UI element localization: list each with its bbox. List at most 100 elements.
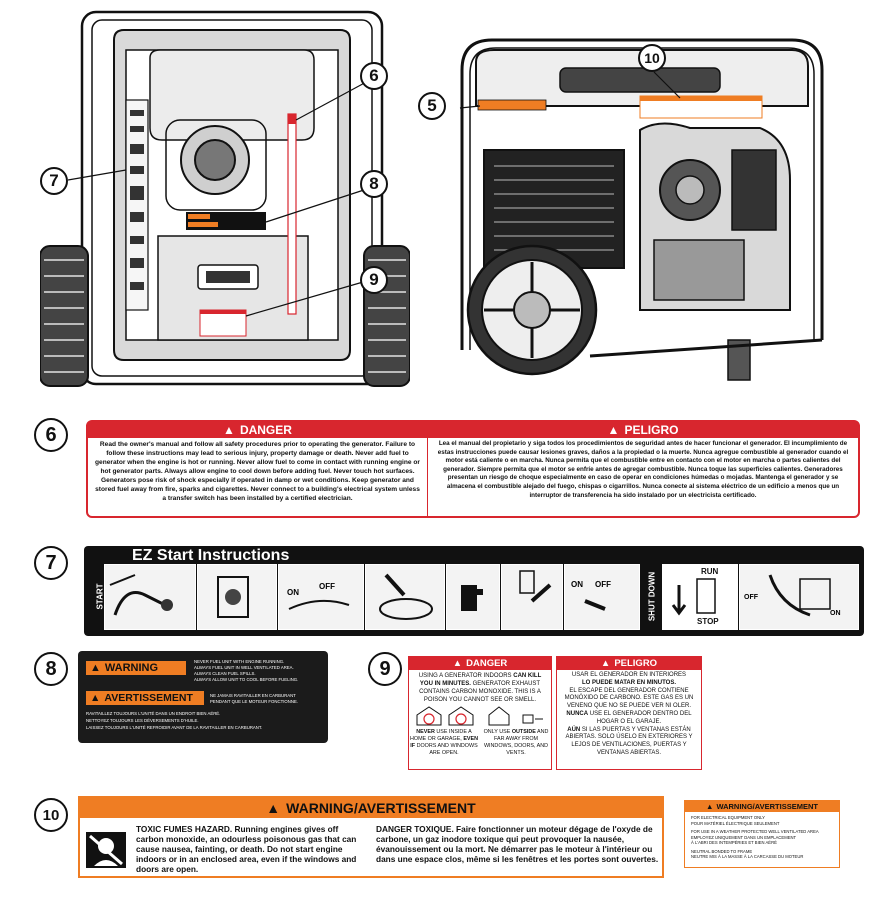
es-aun: AÚN xyxy=(567,726,581,733)
en-line-4: ALWAYS ALLOW UNIT TO COOL BEFORE FUELING… xyxy=(194,677,299,682)
on-text-2: ON xyxy=(571,580,583,589)
co-danger-label-9: ▲ DANGER USING A GENERATOR INDOORS CAN K… xyxy=(408,656,702,770)
es-line-1: USAR EL GENERADOR EN INTERIORES xyxy=(571,672,687,678)
fuel-warning-label-8: ▲ WARNING NEVER FUEL UNIT WITH ENGINE RU… xyxy=(78,651,328,743)
step-on-off-panel: ON OFF xyxy=(278,564,364,630)
mini-line-7: NEUTRE MIS À LA MASSE À LA CARCASSE DU M… xyxy=(691,854,804,859)
warning-triangle-icon: ▲ xyxy=(266,800,281,816)
on-text-3: ON xyxy=(830,610,841,617)
off-text-1: OFF xyxy=(319,582,335,591)
ez-start-title: EZ Start Instructions xyxy=(132,547,290,564)
toxic-fumes-icon xyxy=(86,832,126,868)
warning-triangle-icon: ▲ xyxy=(223,423,235,437)
outside-text: ONLY USE OUTSIDE AND FAR AWAY FROM WINDO… xyxy=(481,729,551,757)
section-6-number: 6 xyxy=(34,418,68,452)
callout-5-diagram: 5 xyxy=(418,92,446,120)
danger-9-en-text: USING A GENERATOR INDOORS CAN KILL YOU I… xyxy=(409,670,551,704)
callout-7-diagram: 7 xyxy=(40,167,68,195)
fr-line-1: RAVITAILLEZ TOUJOURS L'UNITÉ DANS UN END… xyxy=(86,711,221,716)
step-choke-panel xyxy=(104,564,196,630)
es-line-5: SI LAS PUERTAS Y VENTANAS ESTÁN ABIERTAS… xyxy=(565,726,693,756)
step-run-switch-panel xyxy=(501,564,563,630)
never-rest: USE INSIDE A HOME OR GARAGE, xyxy=(409,729,472,742)
run-text: RUN xyxy=(701,567,719,576)
fr-line-3: LAISSEZ TOUJOURS L'UNITÉ REFROIDIR AVANT… xyxy=(86,725,263,730)
outside-icon xyxy=(488,706,543,726)
stop-text: STOP xyxy=(697,617,719,626)
mini-line-6: NEUTRAL BONDED TO FRAME xyxy=(691,848,753,854)
even-rest: DOORS AND WINDOWS ARE OPEN. xyxy=(416,743,478,756)
mini-line-3: FOR USE IN A WEATHER PROTECTED WELL VENT… xyxy=(691,829,819,834)
even-bold: EVEN IF xyxy=(410,736,478,749)
outside-rest: AND FAR AWAY FROM WINDOWS, DOORS, AND VE… xyxy=(483,729,549,756)
es-line-2: LO PUEDE MATAR EN MINUTOS. xyxy=(581,679,676,686)
warning-triangle-icon: ▲ xyxy=(90,662,101,674)
mini-warning-label: ▲ WARNING/AVERTISSEMENT FOR ELECTRICAL E… xyxy=(684,800,840,868)
en-line-3: ALWAYS CLEAN FUEL SPILLS. xyxy=(194,671,256,676)
section-10-number: 10 xyxy=(34,798,68,832)
callout-8-diagram: 8 xyxy=(360,170,388,198)
danger-title-9-es: PELIGRO xyxy=(614,658,658,669)
shutdown-text: SHUT DOWN xyxy=(647,571,657,622)
generator-side-view xyxy=(459,38,824,381)
danger-text-es: Lea el manual del propietario y siga tod… xyxy=(437,440,849,499)
mini-line-4: EMPLOYEZ UNIQUEMENT DANS UN EMPLACEMENT xyxy=(691,834,797,840)
callout-9-diagram: 9 xyxy=(360,266,388,294)
outside-bold: OUTSIDE xyxy=(511,729,536,735)
en-lead: USING A GENERATOR INDOORS xyxy=(418,673,512,679)
toxic-text-fr: DANGER TOXIQUE. Faire fonctionner un mot… xyxy=(376,824,659,864)
warning-triangle-icon: ▲ xyxy=(452,658,463,669)
fr-side-2: PENDANT QUE LE MOTEUR FONCTIONNE. xyxy=(210,699,299,704)
warning-tag: ▲ WARNING xyxy=(86,661,186,675)
danger-header-9-es: ▲ PELIGRO xyxy=(557,657,701,670)
danger-box-es: ▲ PELIGRO USAR EL GENERADOR EN INTERIORE… xyxy=(556,656,702,770)
mini-warning-title: WARNING/AVERTISSEMENT xyxy=(716,802,818,811)
generator-front-view xyxy=(40,10,410,387)
danger-title-es: PELIGRO xyxy=(624,423,679,437)
warning-triangle-icon: ▲ xyxy=(90,692,101,704)
warning-triangle-icon: ▲ xyxy=(600,658,611,669)
en-line-2: ALWAYS FUEL UNIT IN WELL VENTILATED AREA… xyxy=(194,665,294,670)
off-text-2: OFF xyxy=(595,580,611,589)
off-text-3: OFF xyxy=(744,594,759,601)
mini-line-2: POUR MATÉRIEL ÉLECTRIQUE SEULEMENT xyxy=(691,820,780,826)
step-fuel-valve-panel xyxy=(197,564,277,630)
danger-title-en: DANGER xyxy=(239,423,292,437)
section-8-number: 8 xyxy=(34,652,68,686)
step-pull-cord-panel xyxy=(365,564,445,630)
avertissement-tag: ▲ AVERTISSEMENT xyxy=(86,691,204,705)
es-nunca: NUNCA xyxy=(566,710,589,717)
step-fuel-pump-panel xyxy=(446,564,500,630)
danger-text-en: Read the owner's manual and follow all s… xyxy=(95,441,420,502)
on-text-1: ON xyxy=(287,588,299,597)
danger-box-en: ▲ DANGER USING A GENERATOR INDOORS CAN K… xyxy=(408,656,552,770)
danger-9-es-text: USAR EL GENERADOR EN INTERIORES LO PUEDE… xyxy=(557,670,701,758)
mini-warning-header: ▲ WARNING/AVERTISSEMENT xyxy=(685,801,839,812)
warning-title-10: WARNING/AVERTISSEMENT xyxy=(286,800,476,816)
no-indoor-house-icon xyxy=(416,706,474,726)
step-on-off-2-panel: ON OFF xyxy=(564,564,640,630)
step-fuel-off-panel: OFF ON xyxy=(739,564,859,630)
warning-header-10: ▲ WARNING/AVERTISSEMENT xyxy=(80,798,662,818)
es-line-4: USE EL GENERADOR DENTRO DEL HOGAR O EL G… xyxy=(589,710,692,725)
callout-6-diagram: 6 xyxy=(360,62,388,90)
avertissement-tag-text: AVERTISSEMENT xyxy=(104,692,193,704)
never-text: NEVER USE INSIDE A HOME OR GARAGE, EVEN … xyxy=(409,729,479,757)
es-line-3: EL ESCAPE DEL GENERADOR CONTIENE MONÓXID… xyxy=(564,687,694,710)
mini-line-5: À L'ABRI DES INTEMPÉRIES ET BIEN AÉRÉ xyxy=(691,840,777,845)
section-7-number: 7 xyxy=(34,546,68,580)
warning-triangle-icon: ▲ xyxy=(706,802,714,811)
step-stop-switch-panel: RUN STOP xyxy=(662,564,738,630)
fr-side-1: NE JAMAIS RAVITAILLER EN CARBURANT xyxy=(210,693,296,698)
shutdown-label-panel: SHUT DOWN xyxy=(641,564,661,630)
mini-line-1: FOR ELECTRICAL EQUIPMENT ONLY xyxy=(691,815,765,820)
never-bold: NEVER xyxy=(416,729,435,735)
danger-label-6: ▲ DANGER Read the owner's manual and fol… xyxy=(86,420,860,518)
toxic-fumes-label-10: ▲ WARNING/AVERTISSEMENT TOXIC FUMES HAZA… xyxy=(78,796,664,878)
en-line-1: NEVER FUEL UNIT WITH ENGINE RUNNING. xyxy=(194,659,285,664)
fr-line-2: NETTOYEZ TOUJOURS LES DÉVERSEMENTS D'HUI… xyxy=(86,718,199,723)
warning-triangle-icon: ▲ xyxy=(607,423,620,437)
only-text: ONLY USE xyxy=(483,729,511,735)
section-9-number: 9 xyxy=(368,652,402,686)
